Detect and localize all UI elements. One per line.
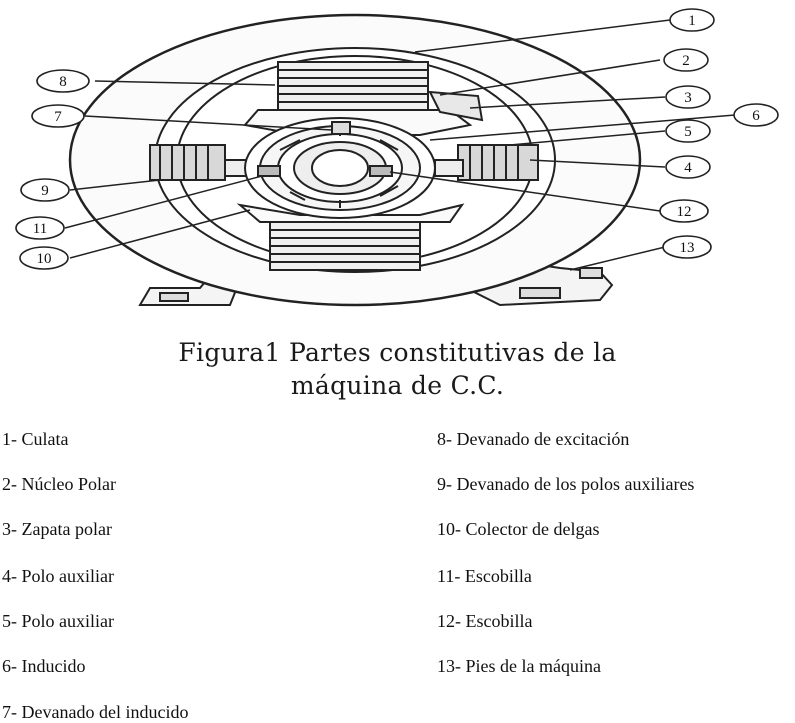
- svg-text:6: 6: [752, 108, 760, 124]
- right-auxiliary-pole: [434, 144, 539, 181]
- legend-item: 2- Núcleo Polar: [2, 474, 116, 494]
- callout-7: 7: [31, 104, 85, 128]
- callout-13: 13: [662, 235, 712, 259]
- svg-text:2: 2: [682, 53, 690, 69]
- armature: [244, 117, 436, 219]
- leader-lines: [64, 19, 736, 271]
- left-auxiliary-pole: [149, 144, 261, 181]
- legend-item: 6- Inducido: [2, 656, 86, 676]
- legend-item: 9- Devanado de los polos auxiliares: [437, 474, 695, 494]
- svg-text:13: 13: [680, 240, 695, 256]
- brushes: [257, 165, 393, 177]
- callout-12: 12: [659, 199, 709, 223]
- legend-item: 5- Polo auxiliar: [2, 611, 114, 631]
- callout-6: 6: [733, 103, 779, 127]
- caption-line-1: Figura1 Partes constitutivas de la: [178, 338, 617, 367]
- svg-text:11: 11: [33, 221, 47, 237]
- svg-text:3: 3: [684, 90, 692, 106]
- svg-text:9: 9: [41, 183, 49, 199]
- callouts: 1 2 3 4 5 6 7 8: [15, 8, 779, 270]
- dc-machine-diagram: 1 2 3 4 5 6 7 8: [15, 8, 779, 307]
- callout-4: 4: [665, 155, 711, 179]
- callout-3: 3: [665, 85, 711, 109]
- legend-item: 10- Colector de delgas: [437, 519, 600, 539]
- svg-text:10: 10: [37, 251, 52, 267]
- callout-9: 9: [20, 178, 70, 202]
- legend-item: 1- Culata: [2, 429, 69, 449]
- figure-caption: Figura1 Partes constitutivas de la máqui…: [0, 336, 795, 402]
- legend-item: 7- Devanado del inducido: [2, 702, 189, 722]
- callout-2: 2: [663, 48, 709, 72]
- legend-item: 8- Devanado de excitación: [437, 429, 630, 449]
- legend-item: 12- Escobilla: [437, 611, 533, 631]
- callout-10: 10: [19, 246, 69, 270]
- legend-item: 11- Escobilla: [437, 566, 532, 586]
- bottom-main-pole: [236, 203, 465, 271]
- callout-8: 8: [36, 69, 90, 93]
- legend-item: 13- Pies de la máquina: [437, 656, 601, 676]
- caption-line-2: máquina de C.C.: [290, 371, 505, 400]
- callout-11: 11: [15, 216, 65, 240]
- svg-text:4: 4: [684, 160, 692, 176]
- callout-5: 5: [665, 119, 711, 143]
- callout-1: 1: [669, 8, 715, 32]
- svg-text:8: 8: [59, 74, 67, 90]
- legend-item: 3- Zapata polar: [2, 519, 112, 539]
- svg-text:7: 7: [54, 109, 62, 125]
- legend-item: 4- Polo auxiliar: [2, 566, 114, 586]
- svg-text:5: 5: [684, 124, 692, 140]
- svg-text:1: 1: [688, 13, 696, 29]
- svg-text:12: 12: [677, 204, 692, 220]
